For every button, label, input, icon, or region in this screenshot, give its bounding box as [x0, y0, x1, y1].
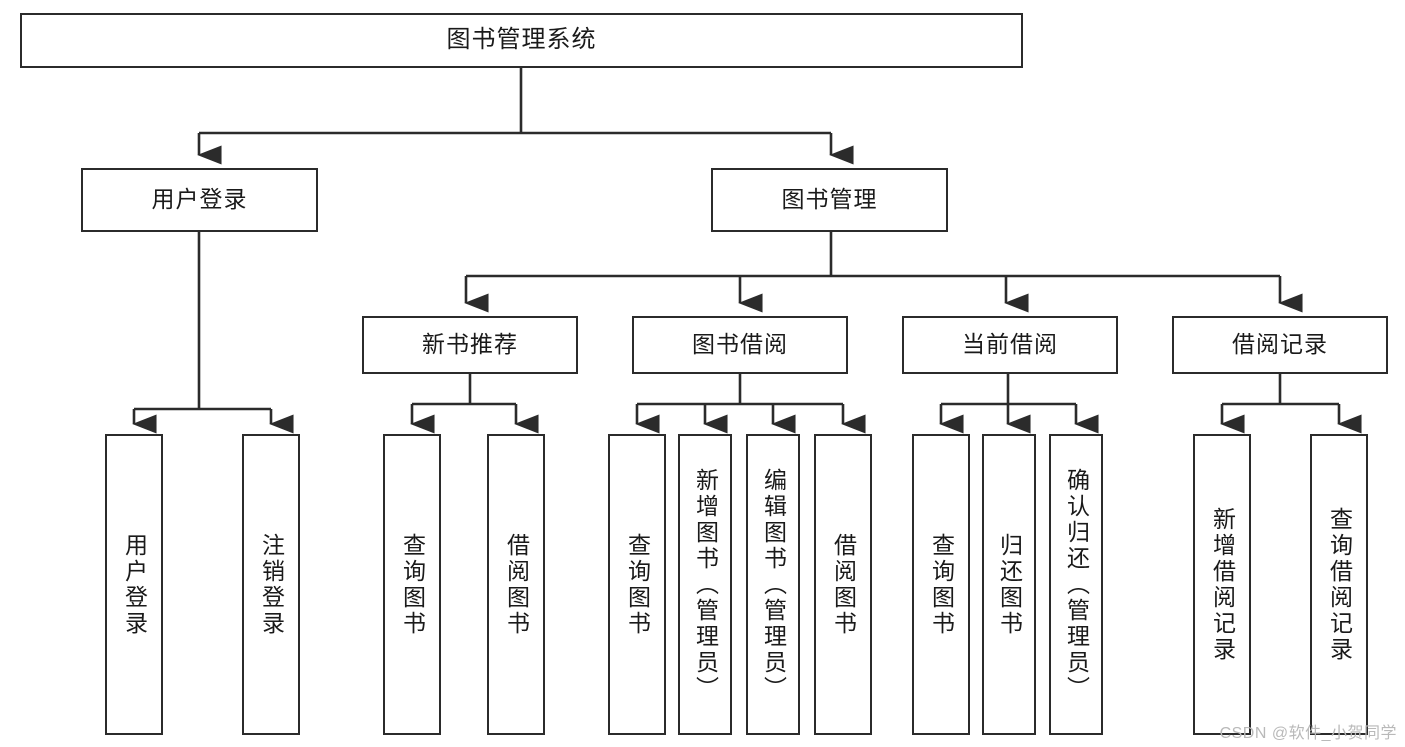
csdn-watermark: CSDN @软件_小贺同学 [1219, 725, 1397, 742]
leaf-logout[interactable]: 注销登录 [242, 434, 300, 735]
node-book-borrow-label: 图书借阅 [692, 331, 788, 358]
leaf-newbook-query-book-label: 查询图书 [399, 532, 426, 637]
node-user-login-label: 用户登录 [151, 186, 248, 213]
leaf-borrow-borrow-book-label: 借阅图书 [830, 532, 857, 637]
node-current-borrow-label: 当前借阅 [962, 331, 1058, 358]
leaf-borrow-add-book-admin-label: 新增图书（管理员） [692, 467, 719, 702]
leaf-current-return-book-label: 归还图书 [996, 532, 1023, 637]
leaf-borrow-add-book-admin[interactable]: 新增图书（管理员） [678, 434, 732, 735]
node-book-management-label: 图书管理 [781, 186, 878, 213]
leaf-current-query-book-label: 查询图书 [928, 532, 955, 637]
leaf-user-login[interactable]: 用户登录 [105, 434, 163, 735]
leaf-logout-label: 注销登录 [258, 532, 285, 637]
node-user-login[interactable]: 用户登录 [81, 168, 318, 232]
leaf-borrow-query-book[interactable]: 查询图书 [608, 434, 666, 735]
leaf-current-confirm-return-admin-label: 确认归还（管理员） [1063, 467, 1090, 702]
leaf-user-login-label: 用户登录 [121, 532, 148, 637]
node-new-book-recommend-label: 新书推荐 [422, 331, 518, 358]
leaf-borrow-borrow-book[interactable]: 借阅图书 [814, 434, 872, 735]
leaf-newbook-query-book[interactable]: 查询图书 [383, 434, 441, 735]
leaf-borrow-query-book-label: 查询图书 [624, 532, 651, 637]
node-root-label: 图书管理系统 [446, 26, 597, 54]
node-root[interactable]: 图书管理系统 [20, 13, 1023, 68]
leaf-newbook-borrow-book-label: 借阅图书 [503, 532, 530, 637]
node-current-borrow[interactable]: 当前借阅 [902, 316, 1118, 374]
node-book-management[interactable]: 图书管理 [711, 168, 948, 232]
leaf-newbook-borrow-book[interactable]: 借阅图书 [487, 434, 545, 735]
leaf-borrow-edit-book-admin[interactable]: 编辑图书（管理员） [746, 434, 800, 735]
leaf-records-query-record[interactable]: 查询借阅记录 [1310, 434, 1368, 735]
node-borrow-records-label: 借阅记录 [1232, 331, 1328, 358]
leaf-current-return-book[interactable]: 归还图书 [982, 434, 1036, 735]
leaf-current-query-book[interactable]: 查询图书 [912, 434, 970, 735]
node-new-book-recommend[interactable]: 新书推荐 [362, 316, 578, 374]
leaf-records-add-record-label: 新增借阅记录 [1209, 506, 1236, 663]
leaf-current-confirm-return-admin[interactable]: 确认归还（管理员） [1049, 434, 1103, 735]
node-borrow-records[interactable]: 借阅记录 [1172, 316, 1388, 374]
leaf-records-add-record[interactable]: 新增借阅记录 [1193, 434, 1251, 735]
node-book-borrow[interactable]: 图书借阅 [632, 316, 848, 374]
leaf-borrow-edit-book-admin-label: 编辑图书（管理员） [760, 467, 787, 702]
leaf-records-query-record-label: 查询借阅记录 [1326, 506, 1353, 663]
